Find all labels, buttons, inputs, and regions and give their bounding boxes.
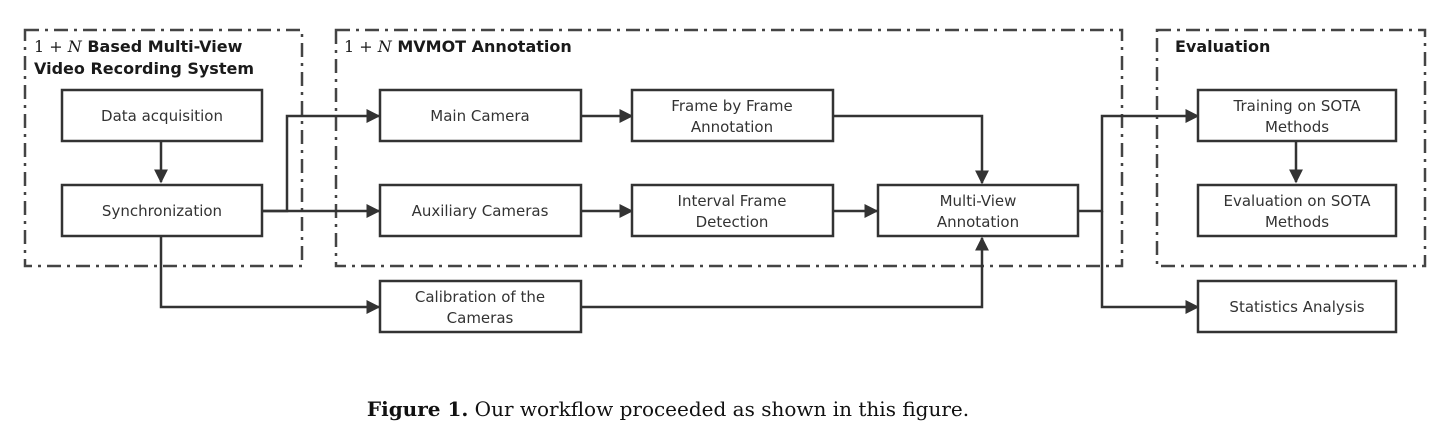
node-interval-frame-detection: Interval Frame Detection	[630, 183, 835, 238]
recording-group-title-line2: Video Recording System	[34, 59, 254, 78]
node-label-line2: Methods	[1265, 213, 1329, 231]
node-label: Data acquisition	[101, 107, 223, 125]
node-training-sota: Training on SOTA Methods	[1196, 88, 1398, 143]
node-box	[1196, 88, 1398, 143]
edge-sync-to-calibration	[159, 236, 381, 314]
node-synchronization: Synchronization	[60, 183, 264, 238]
node-frame-by-frame-annotation: Frame by Frame Annotation	[630, 88, 835, 143]
node-label-line1: Evaluation on SOTA	[1224, 192, 1372, 210]
node-label-line1: Frame by Frame	[671, 97, 792, 115]
node-label: Main Camera	[430, 107, 529, 125]
node-box	[630, 183, 835, 238]
node-label-line2: Methods	[1265, 118, 1329, 136]
recording-system-group	[23, 28, 304, 268]
node-data-acquisition: Data acquisition	[60, 88, 264, 143]
edge-multiview-to-training	[1078, 109, 1200, 213]
node-label-line2: Cameras	[447, 309, 514, 327]
annotation-group-title: 1 + N MVMOT Annotation	[344, 37, 572, 56]
evaluation-group-title: Evaluation	[1175, 37, 1270, 56]
node-label-line1: Training on SOTA	[1233, 97, 1362, 115]
node-box	[876, 183, 1080, 238]
node-label-line1: Calibration of the	[415, 288, 545, 306]
node-evaluation-sota: Evaluation on SOTA Methods	[1196, 183, 1398, 238]
edge-sync-to-main-camera	[262, 109, 381, 213]
node-label: Statistics Analysis	[1229, 298, 1364, 316]
node-calibration: Calibration of the Cameras	[378, 279, 583, 334]
edge-frame-to-multiview	[833, 114, 989, 185]
edge-multiview-to-statistics	[1100, 211, 1200, 314]
node-label-line2: Annotation	[937, 213, 1019, 231]
node-box	[378, 183, 583, 238]
node-label: Auxiliary Cameras	[412, 202, 549, 220]
node-box	[60, 183, 264, 238]
node-box	[1196, 183, 1398, 238]
node-statistics-analysis: Statistics Analysis	[1196, 279, 1398, 334]
node-label-line1: Interval Frame	[678, 192, 787, 210]
node-auxiliary-cameras: Auxiliary Cameras	[378, 183, 583, 238]
node-box	[1196, 279, 1398, 334]
node-label-line2: Detection	[696, 213, 769, 231]
node-multi-view-annotation: Multi-View Annotation	[876, 183, 1080, 238]
node-label-line1: Multi-View	[940, 192, 1017, 210]
node-box	[630, 88, 835, 143]
node-box	[378, 279, 583, 334]
node-label-line2: Annotation	[691, 118, 773, 136]
evaluation-group	[1155, 28, 1427, 268]
edge-calibration-to-multiview	[581, 236, 989, 309]
figure-caption: Figure 1. Our workflow proceeded as show…	[367, 397, 969, 421]
recording-group-title-line1: 1 + N Based Multi-View	[34, 37, 243, 56]
node-label: Synchronization	[102, 202, 222, 220]
node-box	[378, 88, 583, 143]
node-main-camera: Main Camera	[378, 88, 583, 143]
node-box	[60, 88, 264, 143]
annotation-group	[334, 28, 1124, 268]
